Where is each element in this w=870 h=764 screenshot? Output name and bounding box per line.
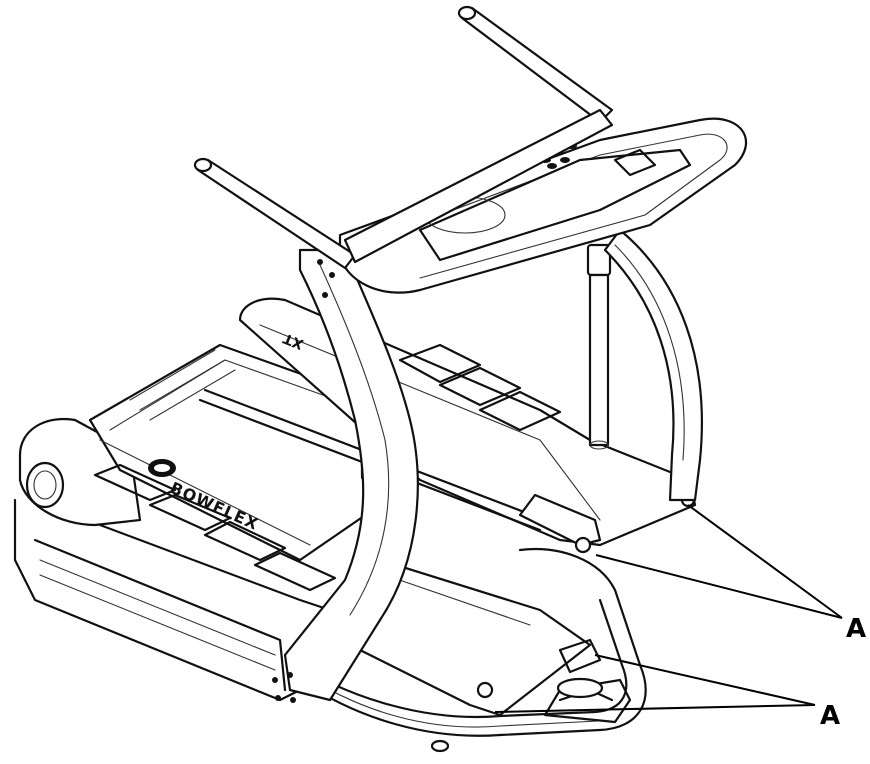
console-frame [338,117,748,294]
leader-lower-1 [594,654,816,706]
leader-upper-2 [595,554,843,619]
left-upright [272,248,419,703]
handlebars [193,5,614,270]
callout-leaders [494,504,843,713]
right-upright [603,228,703,502]
callout-label-lower: A [820,701,841,731]
callout-label-upper: A [846,614,867,644]
leader-upper-1 [687,504,843,619]
lower-belt [358,558,602,717]
leader-lower-2 [494,704,816,713]
